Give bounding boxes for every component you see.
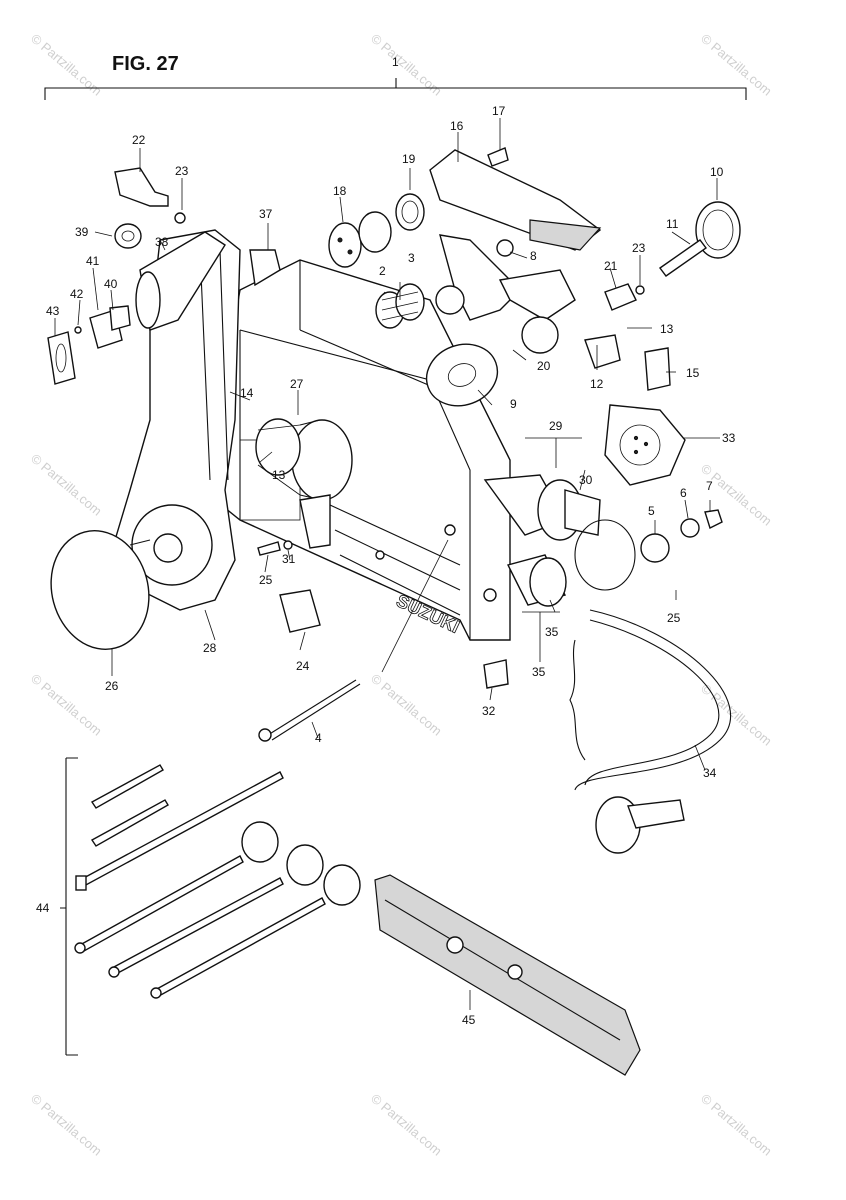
callout-12: 12	[590, 377, 604, 391]
watermark-text: © Partzilla.com	[698, 1091, 775, 1159]
nut-8	[496, 239, 514, 257]
throttle-lever-arm	[114, 229, 241, 611]
assembly-bracket	[44, 78, 747, 100]
callout-11: 11	[666, 217, 679, 231]
callout-7: 7	[706, 479, 713, 493]
wire-harness-34	[569, 609, 732, 854]
callout-28: 28	[203, 641, 217, 655]
callout-35: 35	[532, 665, 546, 679]
washer-6	[680, 518, 700, 538]
callout-16: 16	[450, 119, 464, 133]
callout-6: 6	[680, 486, 687, 500]
callout-33: 33	[722, 431, 736, 445]
left-small-parts	[47, 167, 186, 385]
nut-7	[704, 509, 723, 529]
cable-tie-kit-44	[60, 757, 361, 1056]
callout-24: 24	[296, 659, 310, 673]
callout-9: 9	[510, 397, 517, 411]
callout-8: 8	[530, 249, 537, 263]
callout-15: 15	[686, 366, 700, 380]
watermark-text: © Partzilla.com	[28, 451, 105, 519]
washer-18	[328, 211, 392, 268]
watermark-text: © Partzilla.com	[28, 671, 105, 739]
callout-4: 4	[315, 731, 322, 745]
gear-drum	[255, 418, 353, 501]
washer-23	[635, 285, 645, 295]
connector-assembly	[483, 474, 636, 607]
spring-collars	[375, 283, 425, 329]
decal-strip-45	[374, 874, 641, 1076]
callout-23: 23	[175, 164, 189, 178]
callout-25: 25	[259, 573, 273, 587]
callout-5: 5	[648, 504, 655, 518]
callout-37: 37	[259, 207, 273, 221]
callout-41: 41	[86, 254, 100, 268]
ring-19	[395, 193, 425, 231]
callout-44: 44	[36, 901, 50, 915]
screw-17	[487, 147, 509, 167]
screw-25	[257, 541, 281, 556]
cover-plate	[50, 530, 151, 650]
washer-31	[283, 540, 293, 550]
figure-title: FIG. 27	[112, 53, 179, 75]
callout-1: 1	[392, 55, 399, 69]
callout-3: 3	[408, 251, 415, 265]
spacer-5	[640, 533, 670, 563]
callout-23: 23	[632, 241, 646, 255]
bolt-11	[659, 239, 707, 277]
clip-12	[584, 334, 621, 369]
callout-34: 34	[703, 766, 717, 780]
watermark-text: © Partzilla.com	[368, 671, 445, 739]
leader-lines	[54, 118, 720, 1010]
clip-32	[483, 659, 509, 689]
callout-45: 45	[462, 1013, 476, 1027]
callout-35: 35	[545, 625, 559, 639]
callout-13: 13	[272, 468, 286, 482]
callout-43: 43	[46, 304, 60, 318]
callout-39: 39	[75, 225, 89, 239]
bracket-plate	[299, 494, 331, 549]
callout-42: 42	[70, 287, 84, 301]
bracket-37	[249, 249, 281, 287]
snap-ring-10	[695, 201, 741, 259]
grip-tube	[135, 231, 226, 331]
callout-27: 27	[290, 377, 304, 391]
callout-18: 18	[333, 184, 347, 198]
callout-30: 30	[579, 473, 593, 487]
callout-17: 17	[492, 104, 506, 118]
watermark-text: © Partzilla.com	[28, 1091, 105, 1159]
callout-10: 10	[710, 165, 724, 179]
switch-15	[644, 347, 671, 391]
callout-26: 26	[105, 679, 119, 693]
callout-29: 29	[549, 419, 563, 433]
callout-38: 38	[155, 235, 169, 249]
watermark-text: © Partzilla.com	[698, 681, 775, 749]
shift-cam-cluster	[425, 149, 602, 407]
callout-22: 22	[132, 133, 146, 147]
bracket-24	[279, 589, 321, 633]
callout-25: 25	[667, 611, 681, 625]
screw-4	[258, 679, 361, 742]
callout-2: 2	[379, 264, 386, 278]
callout-32: 32	[482, 704, 496, 718]
switch-cover-33	[604, 404, 686, 486]
callout-21: 21	[604, 259, 618, 273]
callout-labels: 1 2 3 4 5 6 7 8 9 10 11 12 13 13 14 15 1…	[36, 55, 736, 1027]
callout-31: 31	[282, 552, 296, 566]
callout-19: 19	[402, 152, 416, 166]
callout-14: 14	[240, 386, 254, 400]
callout-20: 20	[537, 359, 551, 373]
plate-21	[604, 283, 637, 311]
callout-13: 13	[660, 322, 674, 336]
watermark-text: © Partzilla.com	[368, 1091, 445, 1159]
callout-40: 40	[104, 277, 118, 291]
